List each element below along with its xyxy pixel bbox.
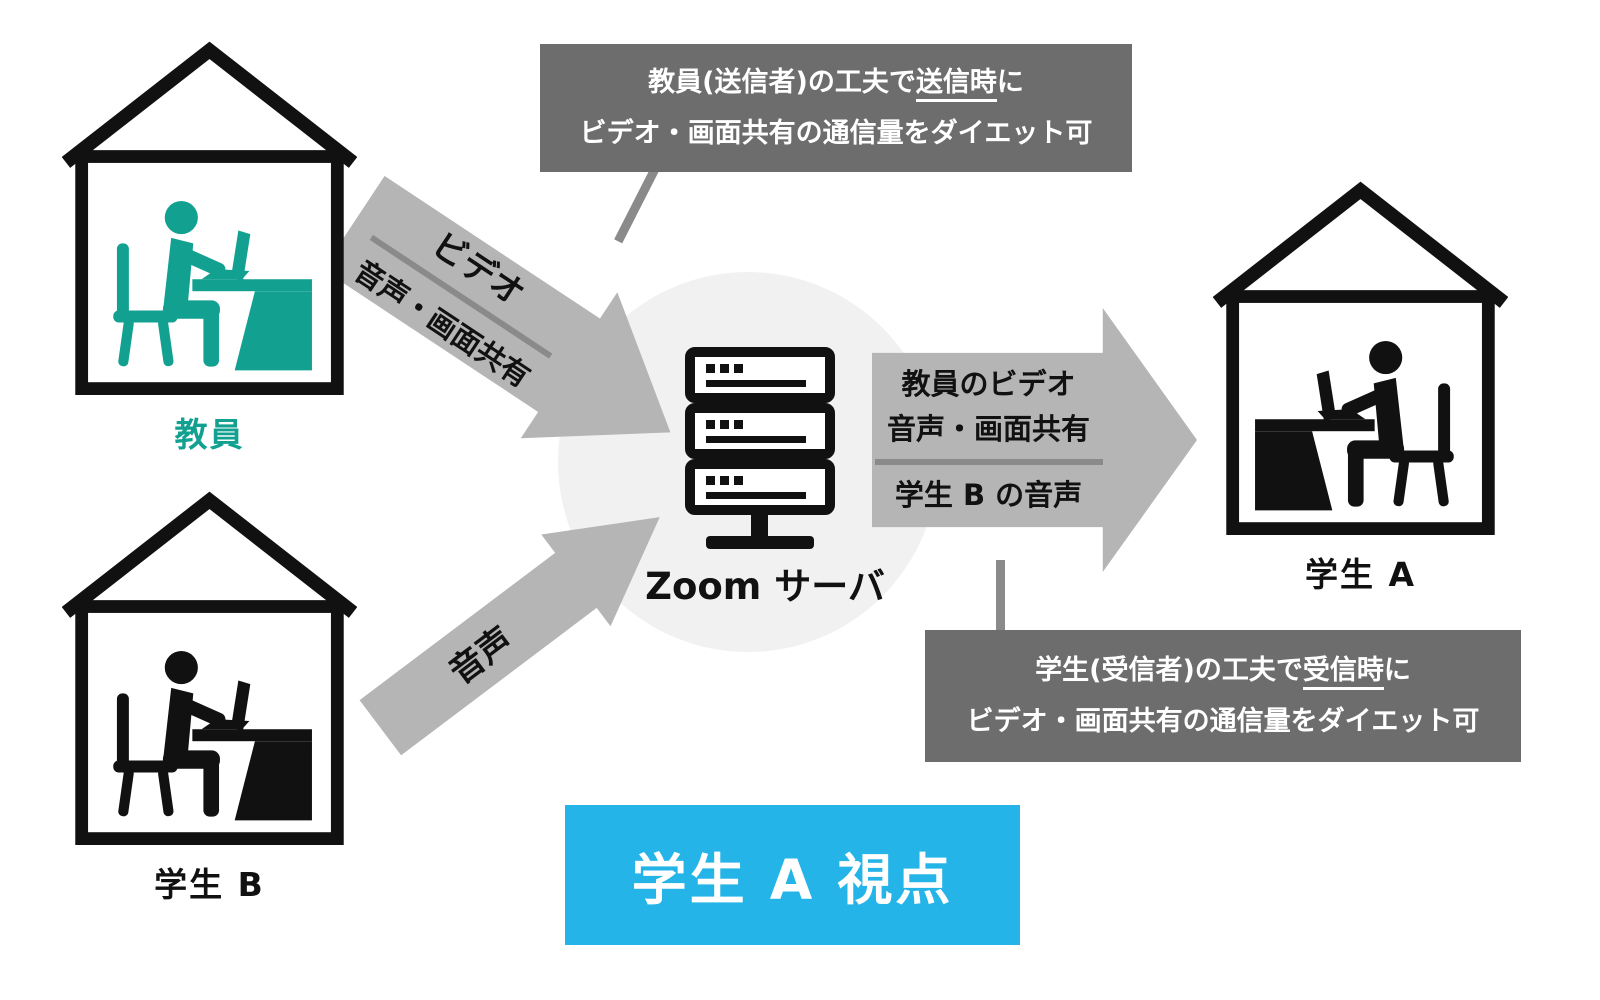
arrow-student-b-to-server-text: 音声	[437, 552, 602, 693]
callout-underlined-text: 送信時	[915, 66, 997, 102]
student-a-perspective-banner: 学生 A 視点	[565, 805, 1020, 945]
arrow-label-audio-screenshare: 音声・画面共有	[886, 411, 1090, 446]
zoom-server-label: Zoom サーバ	[645, 565, 885, 608]
arrow-server-to-student-a-text: 教員のビデオ 音声・画面共有 学生 B の音声	[874, 362, 1195, 519]
arrow-label-student-b-audio: 学生 B の音声	[894, 478, 1083, 513]
node-teacher: 教員	[62, 40, 357, 460]
server-icon	[672, 346, 848, 551]
callout-bottom-connector-line	[996, 560, 1005, 634]
node-student-b: 学生 B	[62, 490, 357, 910]
person-at-desk-icon	[113, 651, 312, 821]
node-student-a: 学生 A	[1213, 180, 1508, 600]
callout-text: に	[996, 66, 1024, 98]
callout-text: に	[1383, 654, 1411, 686]
callout-sender-line1: 教員(送信者)の工夫で送信時に	[648, 57, 1024, 108]
callout-text: 教員(送信者)の工夫で	[648, 66, 916, 98]
callout-receiver-tip: 学生(受信者)の工夫で受信時に ビデオ・画面共有の通信量をダイエット可	[925, 630, 1521, 762]
callout-underlined-text: 受信時	[1302, 654, 1384, 690]
arrow-label-audio: 音声	[442, 619, 521, 693]
node-zoom-server	[672, 346, 852, 561]
callout-receiver-line1: 学生(受信者)の工夫で受信時に	[1035, 645, 1411, 696]
person-at-desk-icon	[113, 201, 312, 371]
arrow-label-teacher-video: 教員のビデオ	[901, 366, 1076, 401]
student-a-label: 学生 A	[1304, 555, 1417, 594]
person-at-desk-icon	[1255, 341, 1454, 511]
teacher-label: 教員	[174, 415, 245, 454]
callout-sender-tip: 教員(送信者)の工夫で送信時に ビデオ・画面共有の通信量をダイエット可	[540, 44, 1132, 172]
callout-receiver-line2: ビデオ・画面共有の通信量をダイエット可	[966, 706, 1480, 737]
student-b-label: 学生 B	[154, 865, 265, 904]
callout-text: 学生(受信者)の工夫で	[1035, 654, 1303, 686]
arrow-separator	[874, 459, 1103, 466]
callout-top-connector-line	[614, 167, 659, 244]
callout-sender-line2: ビデオ・画面共有の通信量をダイエット可	[579, 118, 1093, 149]
